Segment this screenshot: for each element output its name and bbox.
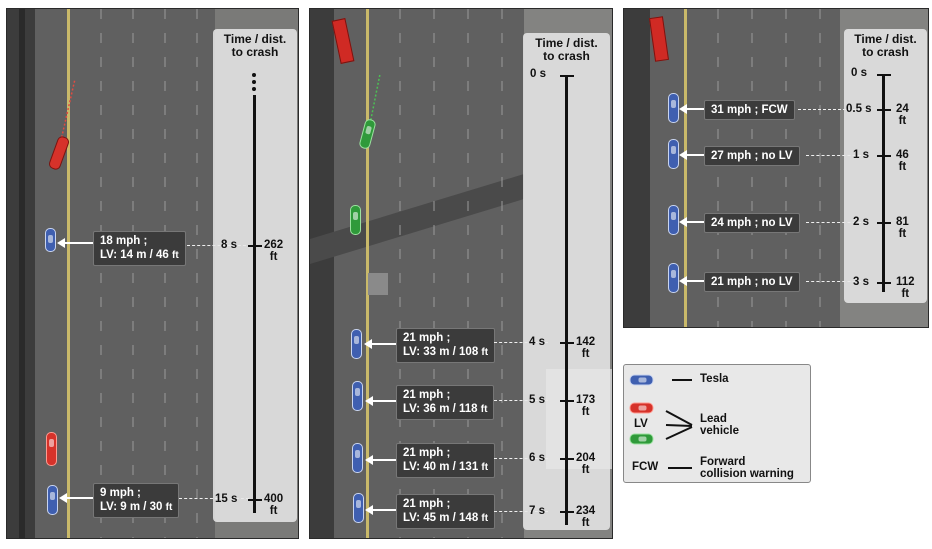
continuation-dot (252, 80, 256, 84)
leader-line (798, 109, 866, 110)
speed-callout: 21 mph ; no LV (704, 272, 800, 292)
lead-vehicle-red-car (46, 432, 57, 466)
scale-tick (877, 282, 891, 284)
panel-2: 21 mph ; LV: 33 m / 108 ft 21 mph ; LV: … (309, 8, 613, 539)
distance-label: 24 ft (896, 103, 909, 127)
scale-tick (877, 155, 891, 157)
time-label: 15 s (215, 493, 238, 505)
callout-arrow (365, 505, 398, 515)
time-distance-scale: Time / dist. to crash 0 s 4 s 142 ft 5 s… (523, 33, 610, 530)
lead-vehicle-green-legend-icon (629, 433, 654, 445)
callout-arrow (679, 104, 706, 114)
time-label: 0 s (851, 67, 867, 79)
tesla-car (352, 443, 363, 473)
tesla-car (668, 263, 679, 293)
time-distance-scale: Time / dist. to crash 8 s 262 ft 15 s 40… (213, 29, 297, 522)
legend-lv-label: LV (634, 418, 648, 430)
tesla-car (668, 93, 679, 123)
distance-label: 81 ft (896, 216, 909, 240)
legend: Tesla LV Lead vehicle FCW Forward collis… (623, 364, 811, 483)
tesla-car (47, 485, 58, 515)
legend-fcw-description: Forward collision warning (700, 456, 794, 480)
tesla-car (668, 139, 679, 169)
continuation-dot (252, 73, 256, 77)
speed-callout: 21 mph ; LV: 36 m / 118 ft (396, 385, 495, 420)
tesla-car (353, 493, 364, 523)
scale-tick (560, 400, 574, 402)
tesla-car (45, 228, 56, 252)
speed-callout: 18 mph ; LV: 14 m / 46 ft (93, 231, 186, 266)
scale-tick (248, 245, 262, 247)
scale-tick (877, 222, 891, 224)
lead-vehicle-bracket (665, 410, 693, 440)
scale-tick (877, 109, 891, 111)
tesla-car (668, 205, 679, 235)
leader-line (806, 281, 866, 282)
distance-label: 46 ft (896, 149, 909, 173)
time-label: 7 s (529, 505, 545, 517)
scale-title: Time / dist. to crash (223, 32, 287, 59)
continuation-dot (252, 87, 256, 91)
scale-tick (560, 342, 574, 344)
legend-line (668, 467, 692, 469)
scale-tick (560, 458, 574, 460)
leader-line (494, 342, 548, 343)
speed-callout: 27 mph ; no LV (704, 146, 800, 166)
leader-line (494, 511, 548, 512)
time-label: 0.5 s (846, 103, 872, 115)
legend-fcw-label: FCW (632, 461, 659, 473)
distance-label: 262 ft (264, 239, 284, 263)
time-distance-scale: Time / dist. to crash 0 s 0.5 s 24 ft 1 … (844, 29, 927, 303)
tesla-car (352, 381, 363, 411)
speed-callout: 21 mph ; LV: 40 m / 131 ft (396, 443, 496, 478)
callout-arrow (57, 238, 94, 248)
callout-arrow (679, 217, 706, 227)
speed-callout: 31 mph ; FCW (704, 100, 795, 120)
time-label: 5 s (529, 394, 545, 406)
lead-vehicle-red-legend-icon (629, 402, 654, 414)
callout-arrow (679, 276, 706, 286)
time-label: 8 s (221, 239, 237, 251)
distance-label: 234 ft (576, 505, 596, 529)
time-label: 6 s (529, 452, 545, 464)
legend-tesla-label: Tesla (700, 373, 729, 385)
scale-tick (560, 511, 574, 513)
time-label: 1 s (853, 149, 869, 161)
scale-axis (253, 95, 256, 513)
callout-arrow (679, 150, 706, 160)
distance-label: 112 ft (896, 276, 915, 300)
scale-title: Time / dist. to crash (535, 36, 598, 63)
scale-title: Time / dist. to crash (854, 32, 917, 59)
legend-line (672, 379, 692, 381)
callout-arrow (364, 339, 397, 349)
scale-axis (882, 74, 885, 292)
scale-axis (565, 75, 568, 525)
leader-line (806, 222, 866, 223)
scale-tick (248, 499, 262, 501)
callout-arrow (59, 493, 94, 503)
time-label: 4 s (529, 336, 545, 348)
distance-label: 173 ft (576, 394, 596, 418)
callout-arrow (365, 396, 398, 406)
lead-vehicle-green-car (350, 205, 361, 235)
time-label: 0 s (530, 68, 546, 80)
distance-label: 400 ft (264, 493, 284, 517)
distance-label: 204 ft (576, 452, 596, 476)
speed-callout: 21 mph ; LV: 45 m / 148 ft (396, 494, 496, 529)
panel-1: 18 mph ; LV: 14 m / 46 ft 9 mph ; LV: 9 … (6, 8, 299, 539)
leader-line (806, 155, 866, 156)
callout-arrow (365, 455, 398, 465)
distance-label: 142 ft (576, 336, 596, 360)
time-label: 2 s (853, 216, 869, 228)
leader-line (494, 400, 548, 401)
tesla-car (351, 329, 362, 359)
panel-3: 31 mph ; FCW 27 mph ; no LV 24 mph ; no … (623, 8, 929, 328)
speed-callout: 24 mph ; no LV (704, 213, 800, 233)
speed-callout: 9 mph ; LV: 9 m / 30 ft (93, 483, 180, 518)
speed-callout: 21 mph ; LV: 33 m / 108 ft (396, 328, 496, 363)
legend-lead-vehicle-label: Lead vehicle (700, 413, 739, 437)
tesla-legend-icon (629, 374, 654, 386)
time-label: 3 s (853, 276, 869, 288)
leader-line (494, 458, 548, 459)
